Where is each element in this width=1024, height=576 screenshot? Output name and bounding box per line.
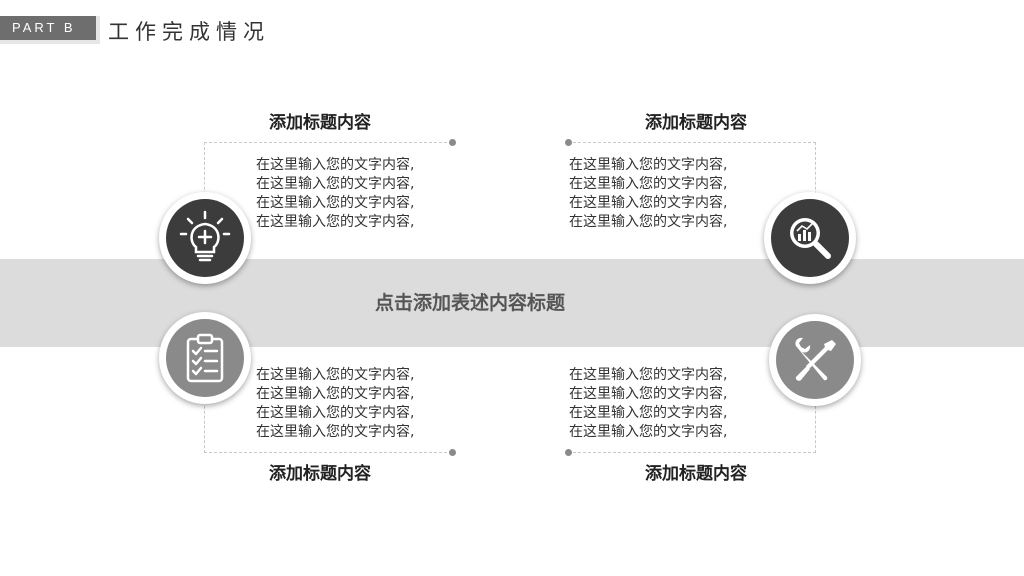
lightbulb-plus-icon bbox=[179, 210, 231, 262]
icon-circle-top-left bbox=[159, 192, 251, 284]
card-line: 在这里输入您的文字内容, bbox=[569, 367, 728, 383]
card-body-bottom-right[interactable]: 在这里输入您的文字内容, 在这里输入您的文字内容, 在这里输入您的文字内容, 在… bbox=[569, 366, 769, 442]
card-title-top-right[interactable]: 添加标题内容 bbox=[645, 113, 747, 133]
card-title-bottom-right[interactable]: 添加标题内容 bbox=[645, 464, 747, 484]
card-line: 在这里输入您的文字内容, bbox=[256, 367, 415, 383]
frame-dot bbox=[565, 139, 572, 146]
card-title-bottom-left[interactable]: 添加标题内容 bbox=[269, 464, 371, 484]
card-line: 在这里输入您的文字内容, bbox=[569, 157, 728, 173]
card-body-bottom-left[interactable]: 在这里输入您的文字内容, 在这里输入您的文字内容, 在这里输入您的文字内容, 在… bbox=[256, 366, 456, 442]
icon-circle-top-right bbox=[764, 192, 856, 284]
card-line: 在这里输入您的文字内容, bbox=[256, 195, 415, 211]
card-body-top-left[interactable]: 在这里输入您的文字内容, 在这里输入您的文字内容, 在这里输入您的文字内容, 在… bbox=[256, 156, 456, 232]
card-line: 在这里输入您的文字内容, bbox=[569, 214, 728, 230]
clipboard-checklist-icon bbox=[186, 333, 224, 383]
card-line: 在这里输入您的文字内容, bbox=[256, 157, 415, 173]
card-line: 在这里输入您的文字内容, bbox=[569, 195, 728, 211]
wrench-screwdriver-icon bbox=[795, 337, 836, 381]
icon-circle-bottom-left bbox=[159, 312, 251, 404]
page-title: 工作完成情况 bbox=[108, 20, 270, 44]
card-line: 在这里输入您的文字内容, bbox=[569, 176, 728, 192]
part-label: PART B bbox=[0, 16, 96, 40]
card-line: 在这里输入您的文字内容, bbox=[256, 176, 415, 192]
card-line: 在这里输入您的文字内容, bbox=[256, 214, 415, 230]
frame-dot bbox=[449, 449, 456, 456]
card-line: 在这里输入您的文字内容, bbox=[256, 424, 415, 440]
center-title[interactable]: 点击添加表述内容标题 bbox=[374, 292, 565, 314]
center-band: 点击添加表述内容标题 bbox=[0, 259, 1024, 347]
card-body-top-right[interactable]: 在这里输入您的文字内容, 在这里输入您的文字内容, 在这里输入您的文字内容, 在… bbox=[569, 156, 769, 232]
card-line: 在这里输入您的文字内容, bbox=[256, 405, 415, 421]
frame-dot bbox=[449, 139, 456, 146]
chart-magnifier-icon bbox=[790, 218, 831, 259]
card-title-top-left[interactable]: 添加标题内容 bbox=[269, 113, 371, 133]
card-line: 在这里输入您的文字内容, bbox=[256, 386, 415, 402]
icon-circle-bottom-right bbox=[769, 314, 861, 406]
frame-dot bbox=[565, 449, 572, 456]
part-badge: PART B bbox=[0, 16, 100, 44]
card-line: 在这里输入您的文字内容, bbox=[569, 424, 728, 440]
card-line: 在这里输入您的文字内容, bbox=[569, 386, 728, 402]
card-line: 在这里输入您的文字内容, bbox=[569, 405, 728, 421]
